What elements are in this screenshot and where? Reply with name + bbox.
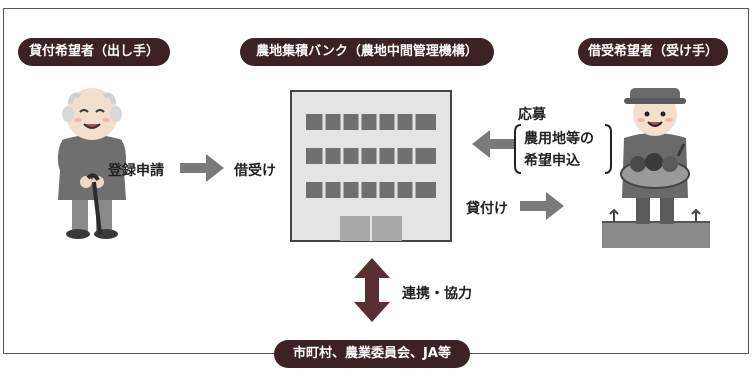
lender-pill: 貸付希望者（出し手） [18,38,170,66]
partners-pill: 市町村、農業委員会、JA等 [274,340,470,368]
farmer-borrower-illustration [602,88,710,248]
elderly-lender-illustration [57,88,126,239]
register-arrow [180,154,224,182]
borrow-label: 借受け [234,163,276,179]
apply-bracket-left [514,124,522,174]
apply-label: 応募 [518,107,546,123]
cooperation-double-arrow [354,258,390,322]
lend-arrow [520,192,564,220]
register-label: 登録申請 [108,163,164,179]
bank-pill: 農地集積バンク（農地中間管理機構） [240,38,494,66]
apply-bracket-right [604,124,612,174]
borrower-pill: 借受希望者（受け手） [578,38,728,66]
apply-arrow [472,130,516,158]
apply-detail-line2: 希望申込 [524,153,580,169]
bank-building-icon [290,90,452,242]
apply-detail-line1: 農用地等の [524,131,594,147]
cooperation-label: 連携・協力 [402,286,472,302]
lend-label: 貸付け [466,201,508,217]
